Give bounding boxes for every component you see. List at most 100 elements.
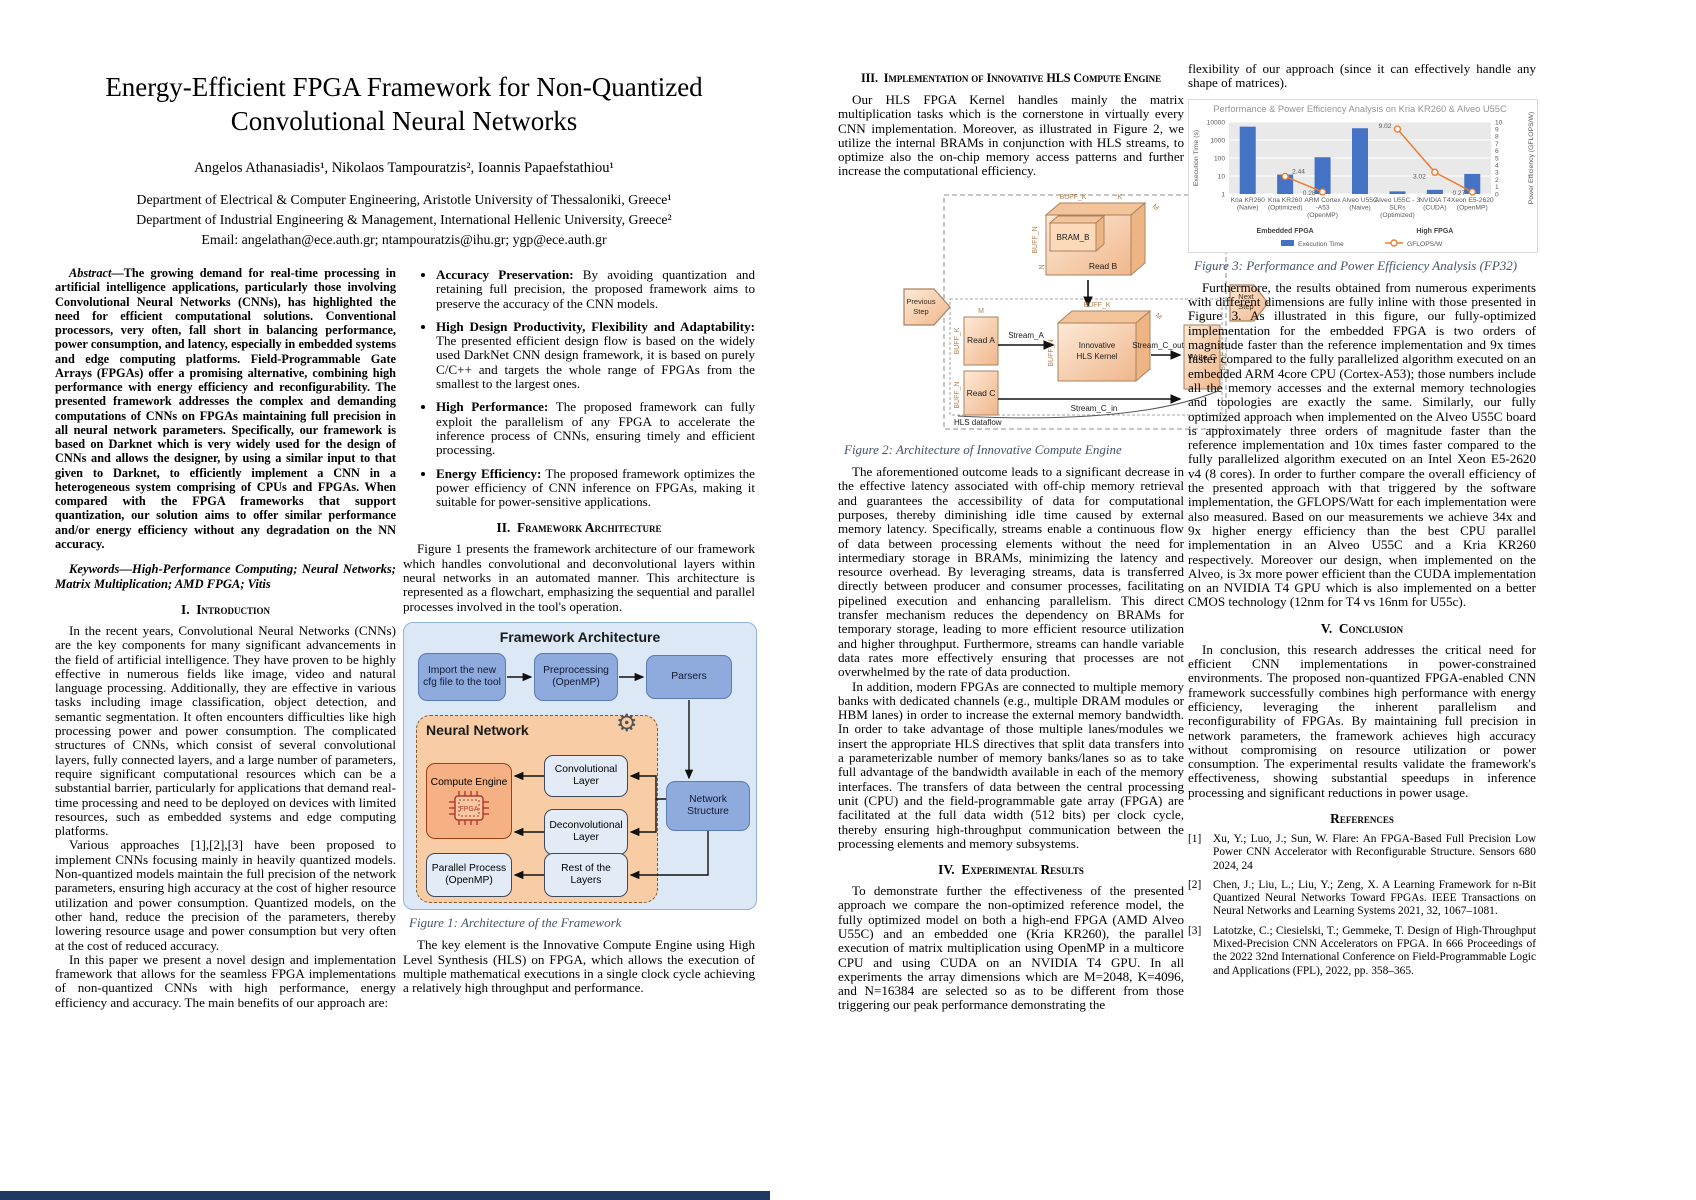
figure-2-caption: Figure 2: Architecture of Innovative Com… <box>844 441 1122 457</box>
reference-item: [1]Xu, Y.; Luo, J.; Sun, W. Flare: An FP… <box>1188 832 1536 872</box>
heading-conclusion: V. Conclusion <box>1320 620 1404 636</box>
svg-text:(CUDA): (CUDA) <box>1423 204 1446 211</box>
conclusion-paragraph: In conclusion, this research addresses t… <box>1188 641 1536 800</box>
figure-1-title: Framework Architecture <box>499 628 661 645</box>
svg-text:M: M <box>978 308 984 315</box>
svg-text:Innovative: Innovative <box>1079 341 1116 350</box>
affiliation-1: Department of Electrical & Computer Engi… <box>136 192 672 207</box>
svg-text:(OpenMP): (OpenMP) <box>1457 204 1488 211</box>
benefit-list: Accuracy Preservation: By avoiding quant… <box>403 267 755 510</box>
svg-text:(OpenMP): (OpenMP) <box>1307 212 1338 219</box>
gear-icon: ⚙ <box>616 709 638 737</box>
svg-text:3.02: 3.02 <box>1413 173 1426 180</box>
heading-references: References <box>1330 810 1394 826</box>
abstract-text: —The growing demand for real-time proces… <box>55 266 396 551</box>
heading-introduction: I. Introduction <box>181 602 270 617</box>
svg-text:0.28: 0.28 <box>1303 190 1316 197</box>
keywords: Keywords—High-Performance Computing; Neu… <box>55 562 396 591</box>
figure-1-framework-architecture: Framework Architecture Import the new cf… <box>403 621 757 910</box>
read-a-block <box>963 316 999 366</box>
svg-text:Execution Time: Execution Time <box>1298 241 1344 248</box>
svg-text:M: M <box>1154 312 1163 321</box>
svg-text:BUFF_N: BUFF_N <box>1032 226 1039 253</box>
svg-text:High FPGA: High FPGA <box>1416 228 1453 235</box>
svg-text:HLS Kernel: HLS Kernel <box>1077 352 1118 361</box>
svg-text:5: 5 <box>1495 155 1499 162</box>
svg-text:10: 10 <box>1218 173 1226 180</box>
list-item: High Performance: The proposed framework… <box>436 400 755 457</box>
svg-text:2: 2 <box>1495 176 1499 183</box>
figure-1-caption: Figure 1: Architecture of the Framework <box>409 914 622 930</box>
column-architecture: Accuracy Preservation: By avoiding quant… <box>403 267 757 996</box>
hls-paragraph-3: In addition, modern FPGAs are connected … <box>838 678 1184 851</box>
svg-text:3: 3 <box>1495 169 1499 176</box>
svg-text:BUFF_K: BUFF_K <box>954 327 961 354</box>
svg-text:M: M <box>1151 203 1160 212</box>
svg-text:7: 7 <box>1495 140 1499 147</box>
svg-text:FPGA: FPGA <box>459 806 478 813</box>
read-c-block <box>963 370 999 416</box>
svg-text:2.44: 2.44 <box>1292 168 1305 175</box>
fig2-diagram: Previous Step Next Step BRAM_B Read B BU… <box>903 194 1269 430</box>
architecture-paragraph-2: The key element is the Innovative Comput… <box>403 937 755 996</box>
fig1-parallel-process-box: Parallel Process (OpenMP) <box>426 852 512 897</box>
heading-experimental-results: IV. Experimental Results <box>938 862 1084 878</box>
email-line: Email: angelathan@ece.auth.gr; ntampoura… <box>201 232 607 247</box>
svg-text:BUFF_N: BUFF_N <box>954 381 961 408</box>
fig1-convolutional-layer-box: Convolutional Layer <box>544 754 628 797</box>
svg-text:8: 8 <box>1495 133 1499 140</box>
svg-text:K: K <box>1118 194 1123 201</box>
page-title: Energy-Efficient FPGA Framework for Non-… <box>105 72 703 136</box>
fig1-deconvolutional-layer-box: Deconvolutional Layer <box>544 808 628 855</box>
fig1-neural-network-label: Neural Network <box>426 721 529 738</box>
svg-text:Previous: Previous <box>906 297 935 306</box>
svg-text:(Naive): (Naive) <box>1349 204 1371 211</box>
svg-text:Read A: Read A <box>967 335 995 345</box>
keywords-label: Keywords <box>69 562 120 576</box>
svg-text:0: 0 <box>1495 191 1499 198</box>
svg-text:BUFF_N: BUFF_N <box>1220 343 1227 370</box>
column-abstract-intro: Abstract—The growing demand for real-tim… <box>55 266 396 1010</box>
affiliation-2: Department of Industrial Engineering & M… <box>136 212 672 227</box>
reference-item: [2]Chen, J.; Liu, L.; Liu, Y.; Zeng, X. … <box>1188 878 1536 918</box>
figure-3-caption: Figure 3: Performance and Power Efficien… <box>1194 257 1518 273</box>
svg-text:Stream_C_out: Stream_C_out <box>1132 341 1184 350</box>
keywords-text: —High-Performance Computing; Neural Netw… <box>55 562 396 591</box>
svg-text:1: 1 <box>1221 191 1225 198</box>
fig1-preprocessing-box: Preprocessing (OpenMP) <box>534 652 618 701</box>
svg-text:GFLOPS/W: GFLOPS/W <box>1407 241 1443 248</box>
svg-text:Alveo U55C: Alveo U55C <box>1342 197 1378 204</box>
results-continuation: flexibility of our approach (since it ca… <box>1188 61 1536 91</box>
svg-text:Kria KR260: Kria KR260 <box>1268 197 1302 204</box>
svg-text:9: 9 <box>1495 126 1499 133</box>
svg-text:NVIDIA T4: NVIDIA T4 <box>1419 197 1451 204</box>
svg-text:BUFF_K: BUFF_K <box>1084 302 1111 309</box>
svg-text:Performance & Power Efficiency: Performance & Power Efficiency Analysis … <box>1213 104 1507 114</box>
intro-paragraph-1: In the recent years, Convolutional Neura… <box>55 623 396 839</box>
architecture-paragraph-1: Figure 1 presents the framework architec… <box>403 541 755 614</box>
title-block: Energy-Efficient FPGA Framework for Non-… <box>90 70 718 248</box>
svg-text:Power Efficiency (GFLOPS/W): Power Efficiency (GFLOPS/W) <box>1528 111 1535 203</box>
next-step-arrow <box>1229 284 1269 322</box>
intro-paragraph-2: Various approaches [1],[2],[3] have been… <box>55 837 396 953</box>
svg-text:4: 4 <box>1495 162 1499 169</box>
svg-text:9.02: 9.02 <box>1379 123 1392 130</box>
svg-text:(Naive): (Naive) <box>1237 204 1259 211</box>
fpga-chip-icon: FPGA <box>449 791 489 825</box>
svg-text:(Optimized): (Optimized) <box>1380 212 1415 219</box>
reference-item: [3]Latotzke, C.; Ciesielski, T.; Gemmeke… <box>1188 924 1536 977</box>
svg-text:Alveo U55C - 3: Alveo U55C - 3 <box>1375 197 1421 204</box>
list-item: Energy Efficiency: The proposed framewor… <box>436 466 755 510</box>
hls-paragraph-1: Our HLS FPGA Kernel handles mainly the m… <box>838 92 1184 179</box>
svg-text:-A53: -A53 <box>1316 204 1330 211</box>
figure-2-compute-engine: Previous Step Next Step BRAM_B Read B BU… <box>896 185 1270 437</box>
svg-text:10000: 10000 <box>1207 119 1226 126</box>
svg-text:SLRs: SLRs <box>1389 204 1406 211</box>
svg-text:N: N <box>1039 264 1046 269</box>
svg-text:Step: Step <box>1238 302 1253 311</box>
svg-text:(Optimized): (Optimized) <box>1268 204 1303 211</box>
results-paragraph-2: Furthermore, the results obtained from n… <box>1188 279 1536 610</box>
abstract: Abstract—The growing demand for real-tim… <box>55 266 396 551</box>
svg-text:M: M <box>1199 316 1205 323</box>
figure-3-chart: Performance & Power Efficiency Analysis … <box>1188 98 1538 253</box>
